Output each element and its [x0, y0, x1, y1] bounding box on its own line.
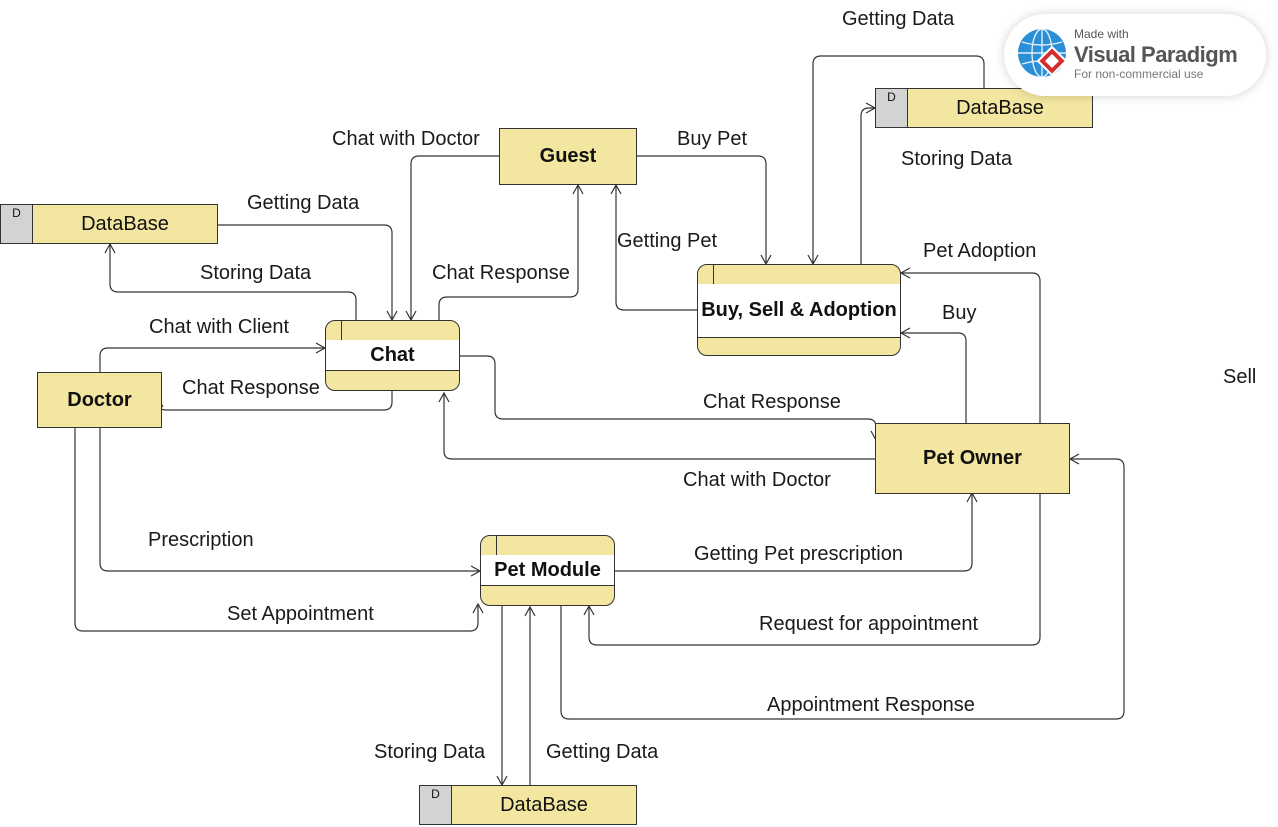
- flow-db-top-to-buysell: [807, 55, 985, 266]
- flow-label-storing-data-top: Storing Data: [901, 148, 1013, 170]
- flow-label-chat-with-doctor-guest: Chat with Doctor: [332, 128, 480, 150]
- flow-label-buy-pet: Buy Pet: [677, 128, 748, 150]
- datastore-top-name: DataBase: [956, 96, 1044, 119]
- process-pet-module-label: Pet Module: [481, 555, 614, 586]
- flow-owner-request: [583, 493, 1041, 646]
- flow-buysell-to-guest: [610, 183, 697, 311]
- entity-guest[interactable]: Guest: [499, 128, 637, 185]
- watermark-note: For non-commercial use: [1074, 67, 1204, 81]
- flow-label-getting-data-left: Getting Data: [247, 192, 360, 214]
- entity-doctor[interactable]: Doctor: [37, 372, 162, 428]
- flow-module-response: [560, 453, 1125, 720]
- flow-module-to-owner: [614, 491, 978, 572]
- flow-label-buy: Buy: [942, 302, 977, 324]
- flow-owner-adoption: [899, 267, 1041, 423]
- entity-guest-label: Guest: [539, 145, 597, 167]
- flow-label-getting-pet-prescription: Getting Pet prescription: [694, 543, 903, 565]
- flow-label-appointment-response: Appointment Response: [767, 694, 975, 716]
- flow-doctor-prescription: [99, 427, 482, 577]
- flow-chat-to-guest: [438, 183, 584, 320]
- flow-owner-buy: [899, 327, 967, 423]
- flow-guest-to-buysell: [636, 155, 772, 266]
- flow-owner-to-chat: [438, 391, 875, 460]
- datastore-bottom-id: D: [420, 786, 452, 824]
- flow-label-chat-response-owner: Chat Response: [703, 391, 841, 413]
- flow-label-chat-with-client: Chat with Client: [149, 316, 290, 338]
- flow-chat-to-owner: [459, 355, 882, 442]
- flow-label-prescription: Prescription: [148, 529, 254, 551]
- datastore-left-id: D: [1, 205, 33, 243]
- flow-label-chat-response-guest: Chat Response: [432, 262, 570, 284]
- watermark-made-with: Made with: [1074, 27, 1129, 41]
- flow-label-storing-data-bottom: Storing Data: [374, 741, 486, 763]
- entity-pet-owner-label: Pet Owner: [923, 447, 1022, 469]
- flow-label-pet-adoption: Pet Adoption: [923, 240, 1037, 262]
- datastore-bottom[interactable]: D DataBase: [419, 785, 637, 825]
- process-chat-label: Chat: [326, 340, 459, 371]
- flow-label-storing-data-left: Storing Data: [200, 262, 312, 284]
- flow-label-getting-pet: Getting Pet: [617, 230, 718, 252]
- visual-paradigm-logo-icon: [1018, 28, 1068, 78]
- datastore-top-id: D: [876, 89, 908, 127]
- entity-doctor-label: Doctor: [67, 388, 132, 411]
- datastore-left[interactable]: D DataBase: [0, 204, 218, 244]
- flow-db-left-to-chat: [218, 224, 398, 322]
- entity-pet-owner[interactable]: Pet Owner: [875, 423, 1070, 494]
- process-buy-sell-adoption[interactable]: Buy, Sell & Adoption: [697, 264, 901, 356]
- flow-label-getting-data-bottom: Getting Data: [546, 741, 659, 763]
- flow-doctor-to-chat: [99, 342, 327, 372]
- flow-buysell-to-db-top: [860, 102, 877, 264]
- flow-doctor-appointment: [74, 427, 484, 632]
- process-buy-sell-label: Buy, Sell & Adoption: [698, 284, 900, 338]
- flow-label-request-for-appointment: Request for appointment: [759, 613, 979, 635]
- datastore-left-name: DataBase: [81, 212, 169, 235]
- flow-label-getting-data-top: Getting Data: [842, 8, 955, 30]
- flow-guest-to-chat: [405, 155, 499, 322]
- flow-label-sell: Sell: [1223, 366, 1257, 388]
- flow-chat-to-db-left: [104, 242, 357, 320]
- flow-label-chat-response-doctor: Chat Response: [182, 377, 320, 399]
- flow-label-set-appointment: Set Appointment: [227, 603, 374, 625]
- process-pet-module[interactable]: Pet Module: [480, 535, 615, 606]
- visual-paradigm-watermark: Made with Visual Paradigm For non-commer…: [1004, 14, 1266, 96]
- datastore-bottom-name: DataBase: [500, 793, 588, 816]
- flow-label-chat-with-doctor-owner: Chat with Doctor: [683, 469, 831, 491]
- watermark-brand: Visual Paradigm: [1074, 42, 1238, 67]
- process-chat[interactable]: Chat: [325, 320, 460, 391]
